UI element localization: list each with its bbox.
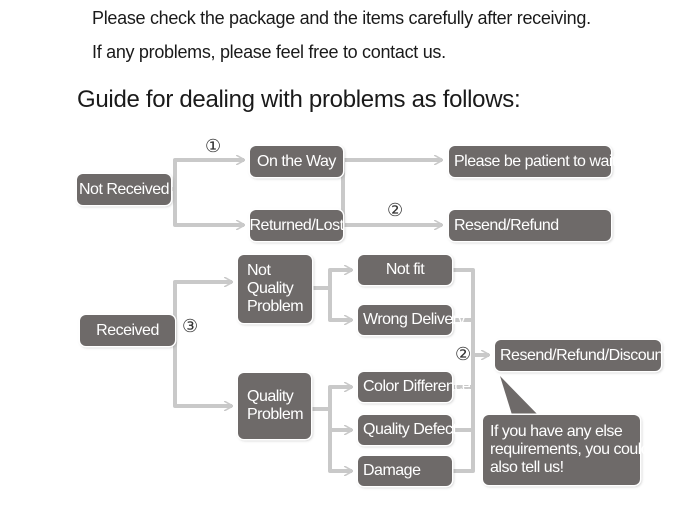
wrong-delivery-box: Wrong Delivery (358, 305, 466, 335)
quality-line-2: Problem (247, 406, 304, 423)
connector-received (173, 280, 232, 408)
speech-bubble: If you have any else requirements, you c… (483, 415, 650, 485)
not-fit-box: Not fit (358, 255, 452, 285)
not-quality-line-2: Quality (247, 280, 294, 297)
bubble-line-2: requirements, you could (490, 441, 650, 458)
quality-defect-box: Quality Defect (358, 415, 457, 445)
step-2-label-bottom: ② (455, 344, 472, 364)
color-difference-box: Color Difference (358, 372, 471, 402)
resend-refund-box: Resend/Refund (449, 210, 611, 241)
intro-line-2: If any problems, please feel free to con… (92, 42, 446, 62)
received-label: Received (96, 321, 159, 339)
damage-box: Damage (358, 456, 452, 486)
quality-line-1: Quality (247, 388, 294, 405)
bubble-line-1: If you have any else (490, 423, 623, 440)
not-quality-problem-box: Not Quality Problem (238, 255, 312, 323)
step-2-label-top: ② (387, 200, 404, 220)
connector-merge (452, 268, 487, 473)
bubble-line-3: also tell us! (490, 459, 564, 476)
resend-refund-discount-box: Resend/Refund/Discount (495, 340, 667, 371)
guide-title: Guide for dealing with problems as follo… (77, 86, 521, 113)
connector-not-received (171, 158, 244, 225)
quality-problem-box: Quality Problem (238, 373, 311, 439)
not-quality-line-1: Not (247, 262, 271, 279)
please-be-patient-box: Please be patient to wait (449, 146, 616, 177)
on-the-way-box: On the Way (250, 146, 343, 177)
connector-not-quality (312, 268, 352, 322)
speech-bubble-tail (500, 376, 541, 418)
step-3-label: ③ (182, 316, 199, 336)
received-box: Received (80, 315, 175, 346)
intro-line-1: Please check the package and the items c… (92, 8, 591, 28)
not-received-box: Not Received (77, 174, 171, 205)
step-1-label: ① (205, 136, 222, 156)
not-quality-line-3: Problem (247, 298, 304, 315)
returned-lost-box: Returned/Lost (250, 210, 344, 241)
